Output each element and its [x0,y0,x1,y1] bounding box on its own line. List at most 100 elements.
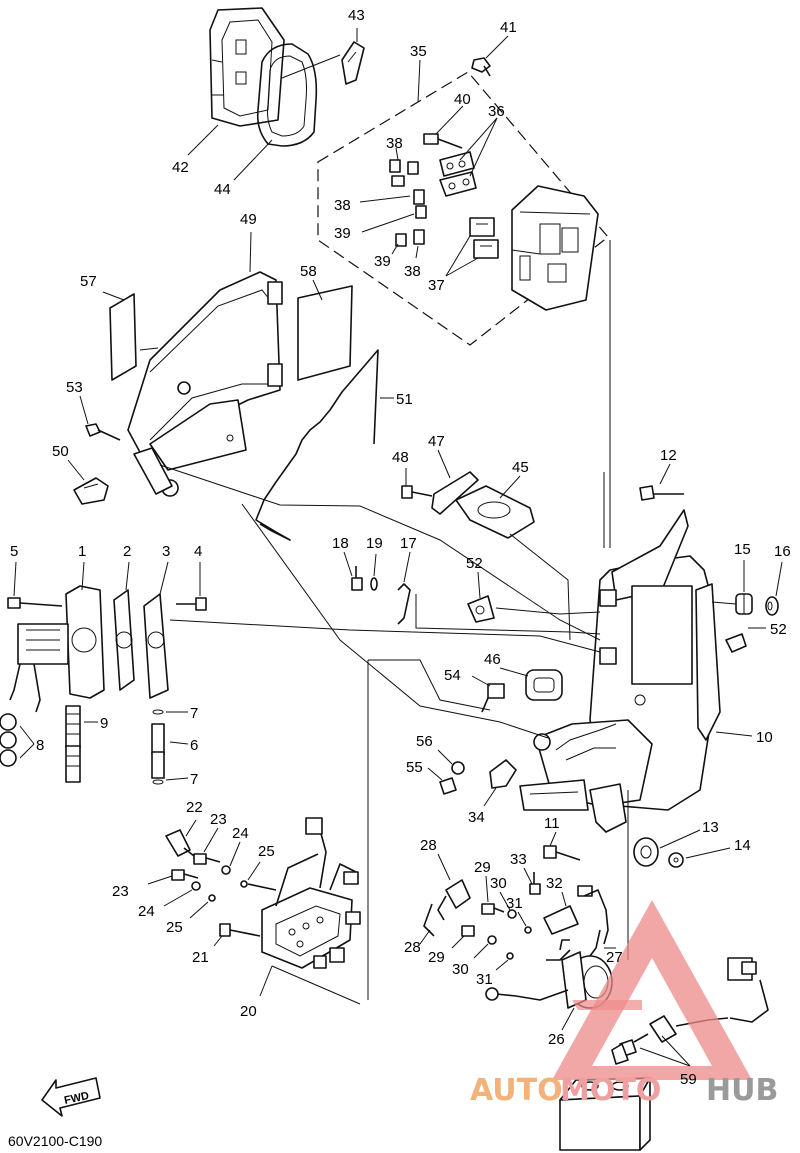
bolt-4 [176,597,207,611]
gear-13 [633,837,659,867]
wire-27 [583,889,609,945]
callout-4: 4 [194,543,202,560]
callout-42: 42 [172,159,189,176]
callout-3: 3 [162,543,170,560]
callout-29-top: 29 [474,859,491,876]
callout-52-left: 52 [466,555,483,572]
callout-21: 21 [192,949,209,966]
nut-25b [208,894,216,902]
sensor-54 [481,683,505,713]
callout-25-bottom: 25 [166,919,183,936]
bolt-12 [639,485,684,501]
starter-relay-26 [485,929,613,1009]
clip-52-right [725,633,747,653]
callout-17: 17 [400,535,417,552]
cover-42 [209,7,285,127]
callout-39-mid: 39 [334,225,351,242]
bolt-5 [7,597,63,609]
plate-3 [143,593,169,699]
nut-31b [506,952,514,960]
clamp-28b [423,903,435,937]
callout-15: 15 [734,541,751,558]
callout-14: 14 [734,837,751,854]
callout-41: 41 [500,19,517,36]
callout-13: 13 [702,819,719,836]
callout-26: 26 [548,1031,565,1048]
grommet-46 [525,669,563,701]
battery [559,1077,651,1151]
callout-6: 6 [190,737,198,754]
bolt-41 [471,57,491,77]
callout-38-top: 38 [386,135,403,152]
callout-36: 36 [488,103,505,120]
callout-25-top: 25 [258,843,275,860]
bolt-55 [439,777,457,795]
callout-1: 1 [78,543,86,560]
callout-28-top: 28 [420,837,437,854]
fuse-holder-59 [619,957,769,1057]
watermark-text-moto: MOTO [560,1073,661,1108]
washer-56 [451,761,465,775]
callout-20: 20 [240,1003,257,1020]
callout-38-mid: 38 [334,197,351,214]
ecu-module [511,185,599,311]
callout-2: 2 [123,543,131,560]
callout-55: 55 [406,759,423,776]
callout-39-bottom: 39 [374,253,391,270]
callout-22: 22 [186,799,203,816]
label-58 [297,285,353,381]
plate-2 [113,589,135,691]
callout-18: 18 [332,535,349,552]
bolt-29b [461,925,475,937]
pin-6 [151,709,165,785]
bracket-10 [519,509,721,833]
callout-30-top: 30 [490,875,507,892]
callout-53: 53 [66,379,83,396]
callout-59: 59 [680,1071,697,1088]
grommet-15 [735,593,753,615]
callout-58: 58 [300,263,317,280]
callout-24-top: 24 [232,825,249,842]
callout-43: 43 [348,7,365,24]
callout-49: 49 [240,211,257,228]
callout-34: 34 [468,809,485,826]
nut-25a [240,880,248,888]
callout-46: 46 [484,651,501,668]
callout-57: 57 [80,273,97,290]
fwd-arrow-icon: FWD [41,1077,101,1117]
callout-24-bottom: 24 [138,903,155,920]
callout-8: 8 [36,737,44,754]
callout-28-bottom: 28 [404,939,421,956]
washer-30a [507,909,517,919]
bolt-23a [193,853,221,865]
fuse-22 [165,829,195,857]
callout-7-bottom: 7 [190,771,198,788]
clip-52-left [467,595,495,623]
bolt-11 [543,845,581,861]
callout-32: 32 [546,875,563,892]
gasket-44 [256,43,318,147]
callout-44: 44 [214,181,231,198]
grommet-45 [455,485,535,539]
fwd-label: FWD [63,1090,90,1107]
bolt-29a [481,903,505,915]
callout-30-bottom: 30 [452,961,469,978]
callout-47: 47 [428,433,445,450]
clip-34 [489,759,517,789]
drawing-code: 60V2100-C190 [8,1133,102,1149]
wire-51 [255,349,379,541]
washer-24b [191,881,201,891]
washer-30b [487,935,497,945]
bolt-21 [219,923,261,937]
washer-14 [668,852,684,868]
label-57 [109,293,137,381]
callout-5: 5 [10,543,18,560]
clip-43 [341,41,365,85]
rectifier-20 [261,817,361,969]
washer-24a [221,865,231,875]
spring-9 [65,705,81,783]
bolt-48 [401,485,433,499]
plate-47 [431,471,479,515]
callout-12: 12 [660,447,677,464]
nut-31a [524,926,532,934]
